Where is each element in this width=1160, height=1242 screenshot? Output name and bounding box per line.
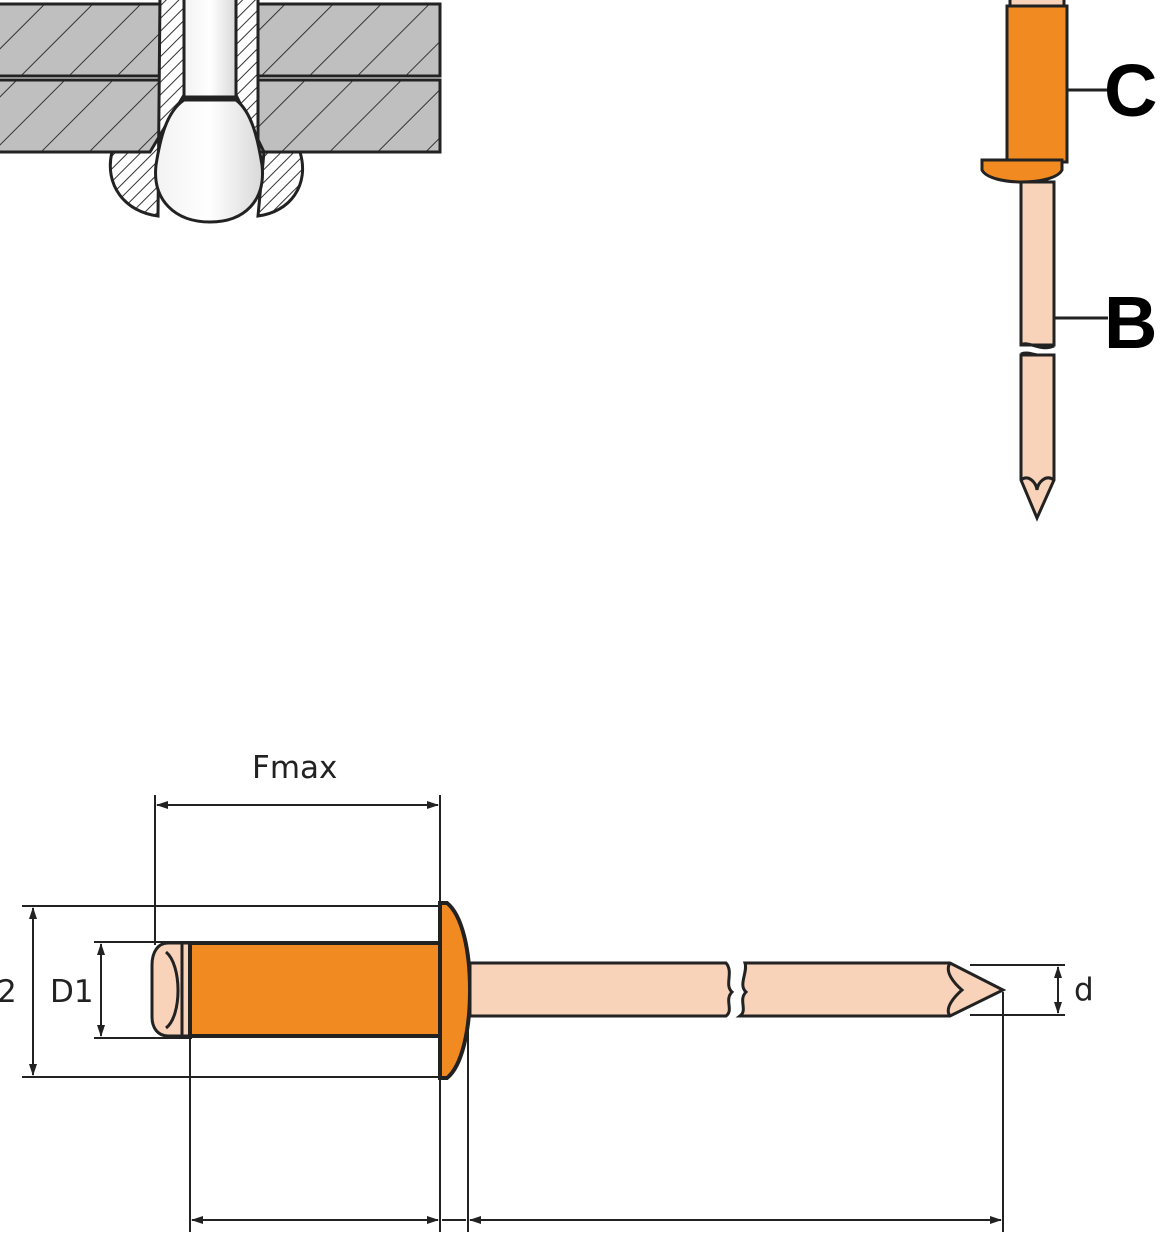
rivet-dome-head bbox=[438, 901, 473, 1080]
mandrel-tip-detail bbox=[1020, 476, 1055, 491]
callout-label-upper: CU bbox=[1104, 49, 1160, 132]
mandrel-shank-upper bbox=[1019, 180, 1056, 347]
callout-label-lower: BI bbox=[1104, 281, 1160, 364]
dimension-label-grip: Fmax bbox=[252, 750, 337, 786]
dimension-label-mandrel-diameter: d bbox=[1074, 972, 1094, 1008]
rivet-tail-end-curve bbox=[164, 950, 180, 1030]
mandrel-shank-horizontal-left bbox=[468, 961, 735, 1018]
sheet-plate-lower-left bbox=[0, 78, 162, 154]
rivet-body-horizontal bbox=[188, 941, 442, 1038]
mandrel-head bbox=[154, 98, 264, 224]
sheet-plate-lower-right bbox=[256, 78, 442, 154]
mandrel-tip-point-detail bbox=[946, 962, 965, 1017]
rivet-flange-head bbox=[980, 158, 1064, 184]
mandrel-stem bbox=[182, 0, 238, 99]
rivet-sleeve-right-wall bbox=[234, 0, 305, 218]
sheet-plate-upper-right bbox=[256, 2, 442, 78]
vertical-rivet-illustration: CU BI bbox=[980, 0, 1160, 522]
sheet-plate-upper-left bbox=[0, 2, 162, 78]
mandrel-shank-horizontal-right bbox=[735, 961, 1007, 1018]
dimensioned-rivet-drawing: Fmax 2 D1 d bbox=[0, 750, 1094, 1232]
dimension-label-body-diameter: D1 bbox=[50, 974, 94, 1010]
dimension-label-head-diameter: 2 bbox=[0, 974, 17, 1010]
mandrel-shank-lower bbox=[1019, 353, 1056, 522]
rivet-sleeve-left-wall bbox=[108, 0, 186, 218]
installed-rivet-cross-section bbox=[0, 0, 442, 224]
rivet-body bbox=[1005, 4, 1069, 164]
